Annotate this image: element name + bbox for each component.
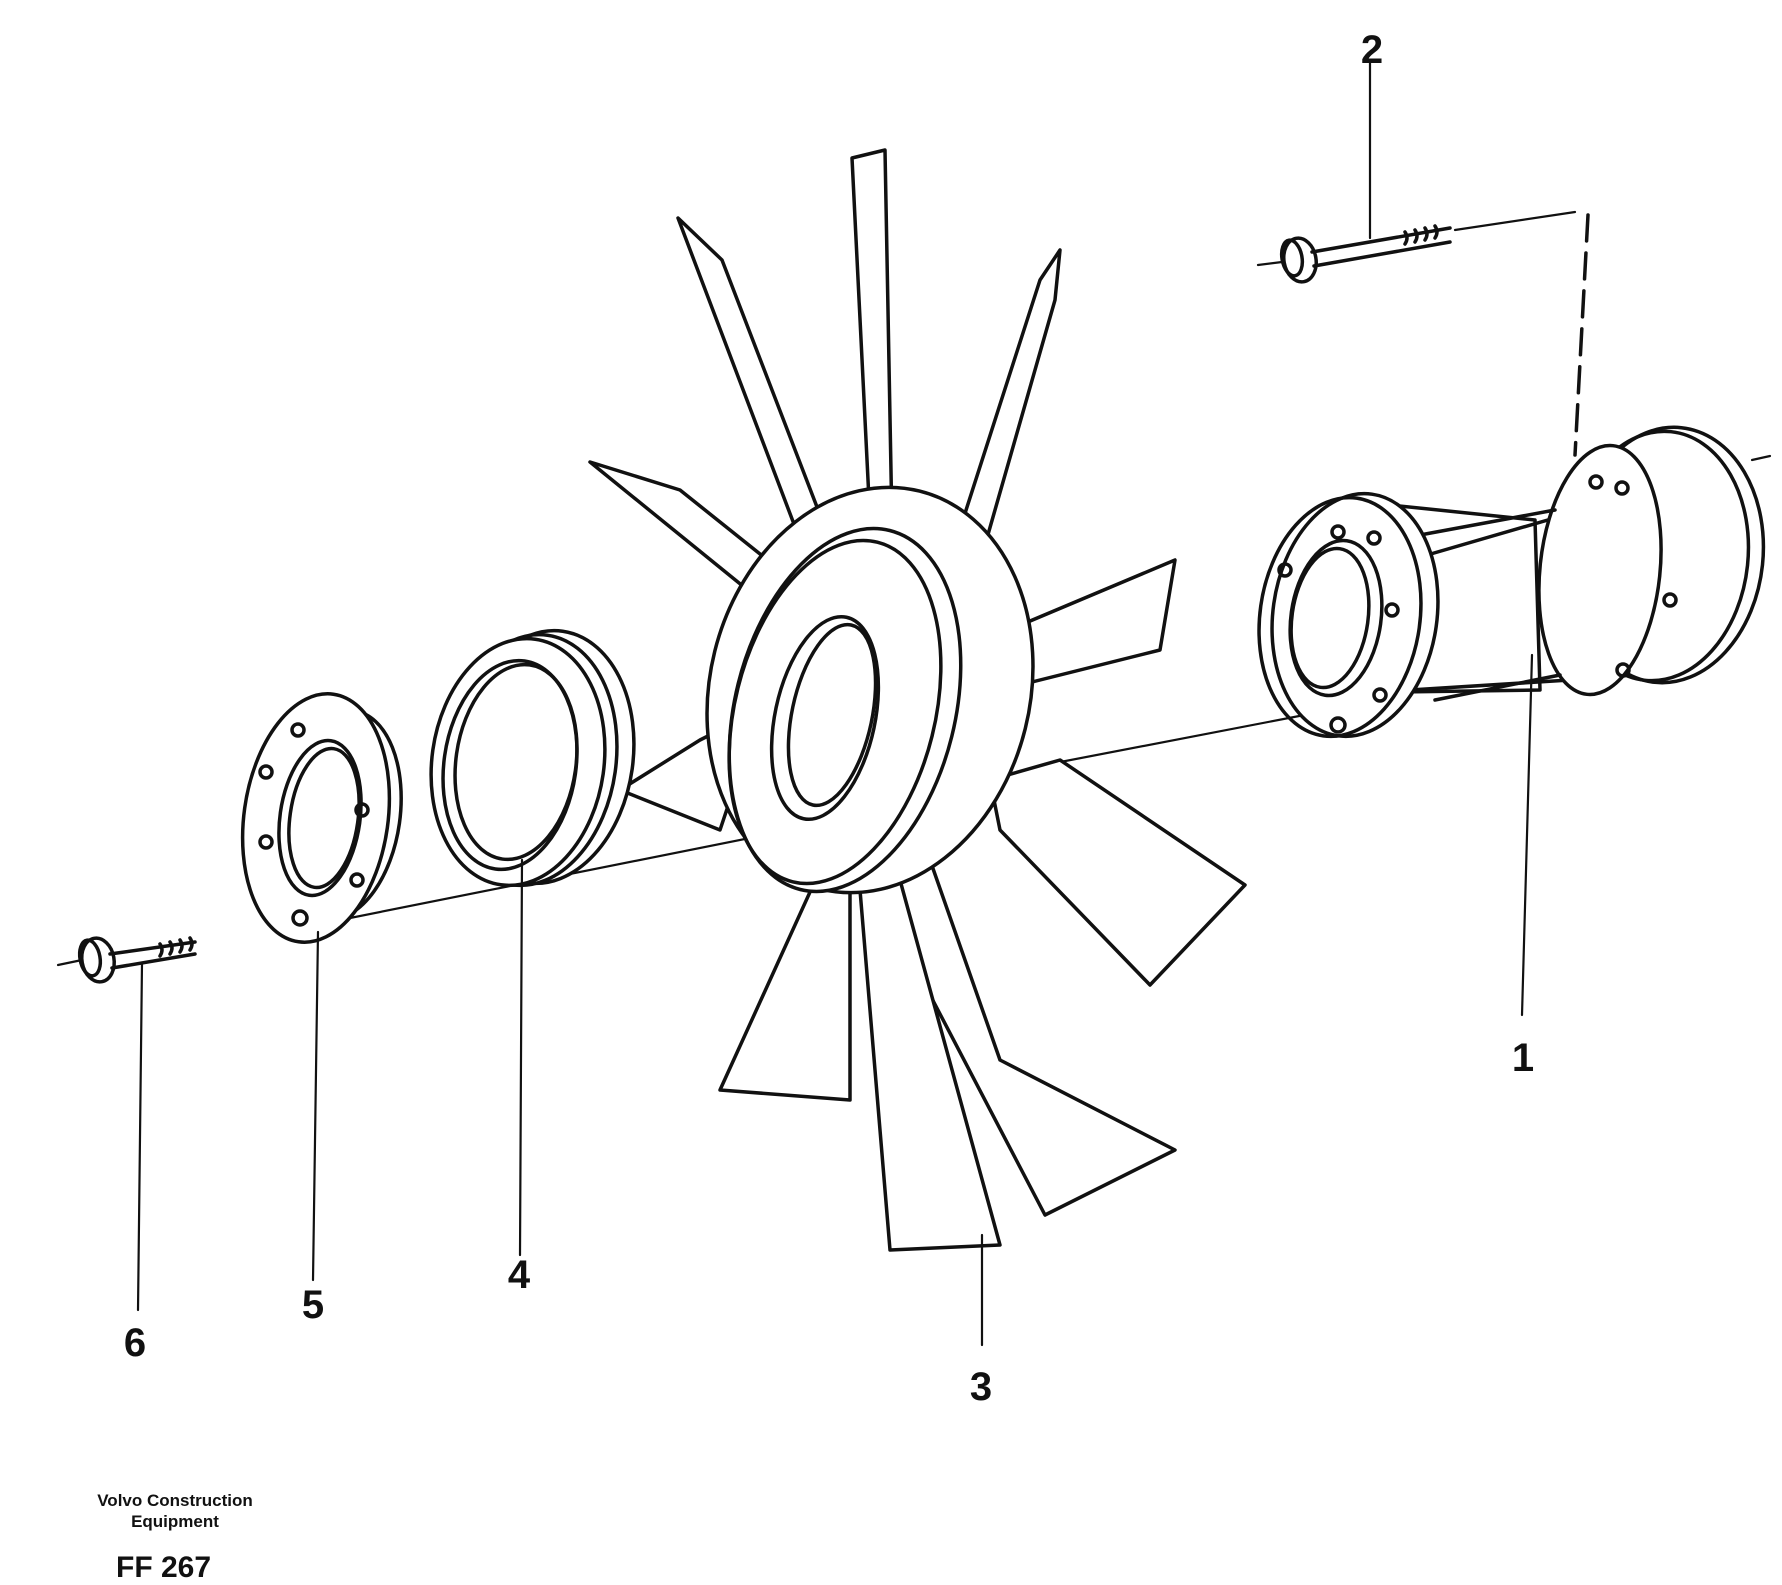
figure-code: FF 267 [116,1551,212,1584]
callout-4: 4 [507,1253,531,1297]
flange [240,692,403,944]
callout-1: 1 [1511,1036,1535,1080]
company-line-1: Volvo Construction [97,1491,253,1510]
callout-6: 6 [123,1321,147,1365]
company-name: Volvo Construction Equipment [70,1490,280,1532]
callout-5: 5 [301,1283,325,1327]
bolt-rear [1256,210,1590,457]
callout-2: 2 [1360,28,1384,72]
company-line-2: Equipment [131,1512,219,1531]
hub-spacer [1257,425,1772,739]
leader-lines [136,58,1534,1347]
bolt-front [56,936,197,984]
pulley-ring [429,628,636,888]
fan-hub [705,485,1035,895]
callout-3: 3 [969,1365,993,1409]
